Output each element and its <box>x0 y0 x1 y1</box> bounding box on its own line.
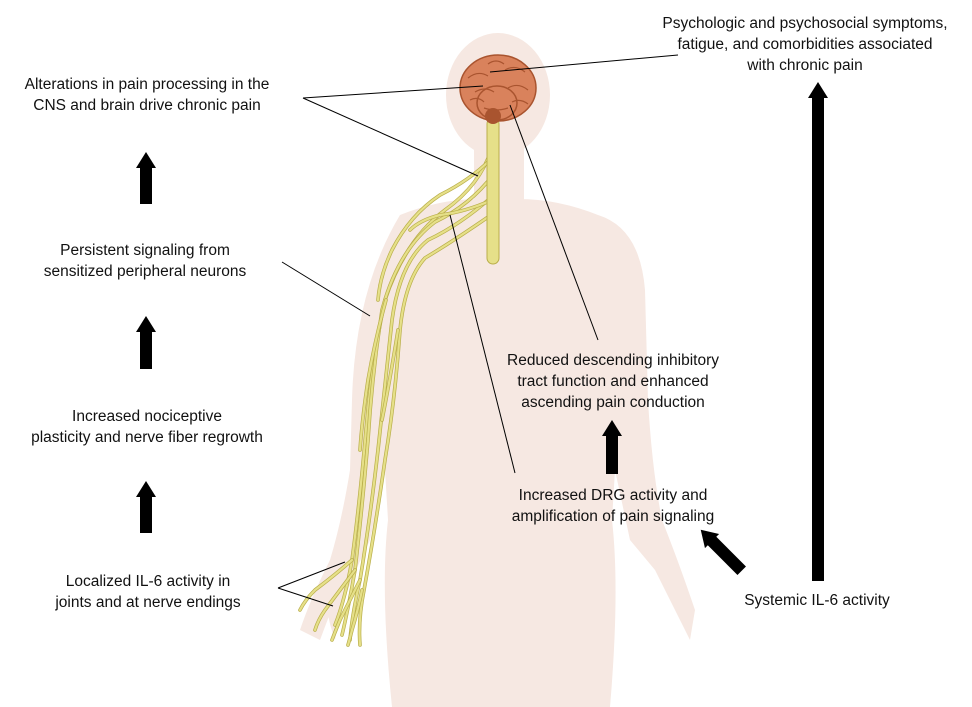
up-arrow-to-persistent <box>136 316 156 369</box>
up-arrow-to-psych <box>808 82 828 581</box>
label-plasticity-line-2: plasticity and nerve fiber regrowth <box>16 427 278 448</box>
label-persistent-line-1: Persistent signaling from <box>20 240 270 261</box>
label-plasticity: Increased nociceptive plasticity and ner… <box>16 406 278 448</box>
label-plasticity-line-1: Increased nociceptive <box>16 406 278 427</box>
label-descending-line-1: Reduced descending inhibitory <box>484 350 742 371</box>
label-systemic-il6: Systemic IL-6 activity <box>722 590 912 611</box>
label-cns-brain: Alterations in pain processing in the CN… <box>8 74 286 116</box>
label-drg-activity: Increased DRG activity and amplification… <box>490 485 736 527</box>
label-drg-line-2: amplification of pain signaling <box>490 506 736 527</box>
up-arrow-to-cns <box>136 152 156 204</box>
label-psych-line-2: fatigue, and comorbidities associated <box>650 34 960 55</box>
diagonal-arrow-shape <box>694 523 749 578</box>
label-persistent-line-2: sensitized peripheral neurons <box>20 261 270 282</box>
label-descending-line-2: tract function and enhanced <box>484 371 742 392</box>
label-localized-line-1: Localized IL-6 activity in <box>30 571 266 592</box>
diagonal-arrow-to-drg <box>694 523 749 578</box>
label-psych-line-3: with chronic pain <box>650 55 960 76</box>
label-localized-line-2: joints and at nerve endings <box>30 592 266 613</box>
label-cns-brain-line-1: Alterations in pain processing in the <box>8 74 286 95</box>
leader-line-3 <box>282 262 370 316</box>
label-descending-line-3: ascending pain conduction <box>484 392 742 413</box>
label-psychologic: Psychologic and psychosocial symptoms, f… <box>650 13 960 76</box>
spinal-cord <box>487 118 499 264</box>
label-localized-il6: Localized IL-6 activity in joints and at… <box>30 571 266 613</box>
label-descending-inhibitory: Reduced descending inhibitory tract func… <box>484 350 742 413</box>
label-cns-brain-line-2: CNS and brain drive chronic pain <box>8 95 286 116</box>
up-arrow-to-plasticity <box>136 481 156 533</box>
label-drg-line-1: Increased DRG activity and <box>490 485 736 506</box>
label-psych-line-1: Psychologic and psychosocial symptoms, <box>650 13 960 34</box>
label-systemic-line: Systemic IL-6 activity <box>722 590 912 611</box>
label-persistent-signaling: Persistent signaling from sensitized per… <box>20 240 270 282</box>
